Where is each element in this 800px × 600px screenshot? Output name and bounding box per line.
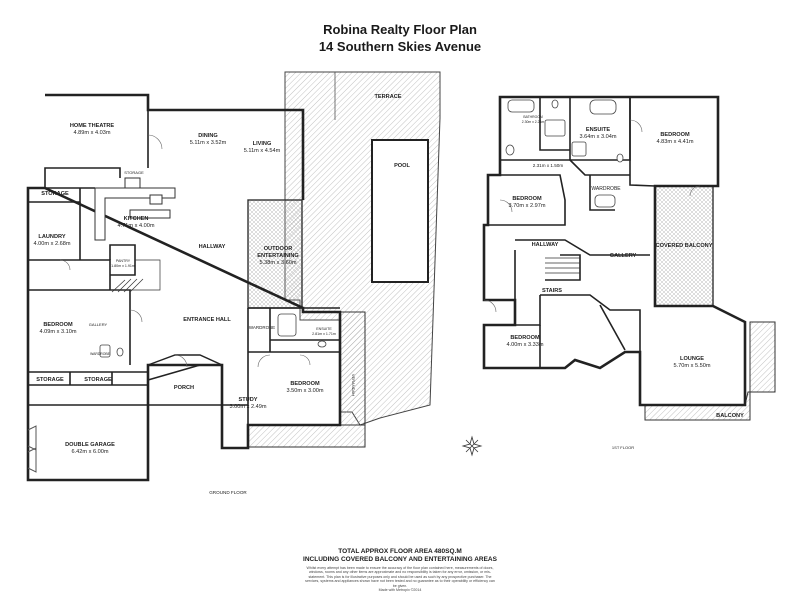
ensuite-label: ENSUITE: [586, 127, 611, 133]
ensuite-label: ENSUITE: [316, 327, 332, 331]
ground-floor-label: GROUND FLOOR: [209, 490, 247, 495]
terrace-label: TERRACE: [374, 94, 401, 100]
porch-label: PORCH: [174, 385, 194, 391]
storage-small-label: STORAGE: [124, 170, 144, 175]
laundry-dim: 4.00m x 2.68m: [34, 241, 71, 247]
pantry-dim: 1.80m x 1.91m: [111, 264, 135, 268]
covered-balcony-label: COVERED BALCONY: [656, 243, 713, 249]
ensuite-dim: 3.64m x 3.04m: [580, 134, 617, 140]
pool: [371, 139, 429, 283]
entertaining-label: ENTERTAINING: [257, 253, 299, 259]
garage-label: DOUBLE GARAGE: [65, 442, 115, 448]
wardrobe-label: WARDROBE: [591, 186, 621, 192]
storage-a-label: STORAGE: [36, 377, 64, 383]
storage-top-label: STORAGE: [41, 191, 69, 197]
disclaimer: Whilst every attempt has been made to en…: [305, 566, 495, 588]
compass-icon: [461, 435, 483, 457]
pool-label: POOL: [394, 163, 410, 169]
entrance-hall-label: ENTRANCE HALL: [183, 317, 231, 323]
study-dim: 3.00m x 2.49m: [230, 404, 267, 410]
first-floor-label: 1ST FLOOR: [612, 445, 634, 450]
verandah-area: [339, 311, 366, 426]
bedroom2-dim: 3.70m x 2.97m: [509, 203, 546, 209]
bedroom-label: BEDROOM: [43, 322, 73, 328]
garage-dim: 6.42m x 6.00m: [72, 449, 109, 455]
lounge-label: LOUNGE: [680, 356, 704, 362]
lounge-dim: 5.70m x 5.50m: [674, 363, 711, 369]
laundry-label: LAUNDRY: [38, 234, 65, 240]
bedroom3-dim: 4.00m x 3.33m: [507, 342, 544, 348]
bathroom-dim: 2.30m x 2.24m: [522, 120, 545, 124]
kitchen-dim: 4.71m x 4.00m: [118, 223, 155, 229]
wardrobe-small-label: WARDROBE: [90, 352, 111, 356]
bedroom3-label: BEDROOM: [510, 335, 540, 341]
living-label: LIVING: [253, 141, 272, 147]
outdoor-entertaining-area: [247, 199, 303, 309]
total-area: TOTAL APPROX FLOOR AREA 480SQ.M: [338, 548, 462, 555]
bedroom1-dim: 4.83m x 4.41m: [657, 139, 694, 145]
outdoor-label: OUTDOOR: [264, 246, 293, 252]
kitchen-label: KITCHEN: [124, 216, 149, 222]
ground-floor: HOME THEATRE 4.89m x 4.03m DINING 5.11m …: [26, 71, 441, 495]
verandah-label: VERANDAH: [351, 374, 356, 396]
plan-title: Robina Realty Floor Plan: [323, 22, 477, 37]
bathroom-label: BATHROOM: [523, 115, 543, 119]
bedroom2-label: BEDROOM: [290, 381, 320, 387]
bedroom-dim: 4.09m x 3.10m: [40, 329, 77, 335]
including-note: INCLUDING COVERED BALCONY AND ENTERTAINI…: [303, 556, 497, 563]
porch-outline: [147, 354, 223, 406]
study-label: STUDY: [239, 397, 258, 403]
plan-subtitle: 14 Southern Skies Avenue: [318, 39, 482, 54]
first-outer-walls: [482, 95, 747, 407]
bedroom2-label: BEDROOM: [512, 196, 542, 202]
home-theatre-dim: 4.89m x 4.03m: [74, 130, 111, 136]
storage-b-label: STORAGE: [84, 377, 112, 383]
bedroom2-dim: 3.50m x 3.00m: [287, 388, 324, 394]
gallery-label: GALLERY: [89, 322, 108, 327]
footer: TOTAL APPROX FLOOR AREA 480SQ.M INCLUDIN…: [0, 548, 800, 592]
dining-label: DINING: [198, 133, 218, 139]
balcony-label: BALCONY: [716, 413, 744, 419]
ensuite-dim: 2.81m x 1.71m: [312, 332, 336, 336]
gallery-label: GALLERY: [610, 253, 637, 259]
first-floor: BATHROOM 2.30m x 2.24m ENSUITE 3.64m x 3…: [482, 95, 776, 450]
wardrobe-label: WARDROBE: [249, 325, 275, 330]
pantry-label: PANTRY: [116, 259, 131, 263]
hallway-label: HALLWAY: [199, 244, 226, 250]
home-theatre-label: HOME THEATRE: [70, 123, 115, 129]
stairs-label: STAIRS: [542, 288, 562, 294]
dining-dim: 5.11m x 3.52m: [190, 140, 227, 146]
hallway-label: HALLWAY: [532, 242, 559, 248]
wc-dim: 2.31m x 1.50m: [533, 163, 564, 168]
living-dim: 5.11m x 4.54m: [244, 148, 281, 154]
outdoor-dim: 5.38m x 3.60m: [260, 260, 297, 266]
made-with: Made with Metropix ©2014: [378, 588, 422, 593]
front-hatch: [247, 424, 366, 448]
bedroom1-label: BEDROOM: [660, 132, 690, 138]
